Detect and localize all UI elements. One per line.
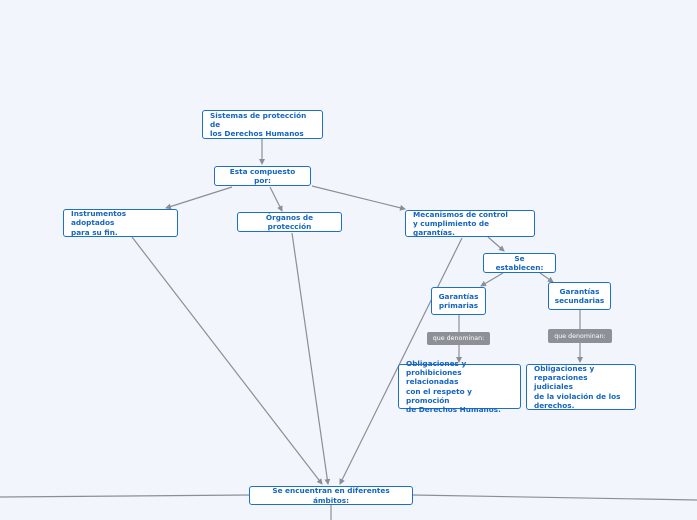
edge-areas-left — [0, 494, 250, 498]
node-primary-guarantees[interactable]: Garantías primarias — [431, 287, 486, 315]
node-secondary-guarantees[interactable]: Garantías secundarias — [548, 282, 611, 310]
edge-organs-areas — [291, 232, 331, 485]
edge-mechanisms-areas — [339, 237, 463, 485]
node-establish[interactable]: Se establecen: — [483, 253, 556, 273]
node-composed[interactable]: Esta compuesto por: — [214, 166, 311, 186]
edge-areas-right — [412, 494, 697, 501]
edge-establish-secondary — [539, 272, 554, 283]
edge-establish-primary — [480, 272, 504, 287]
edge-composed-mechanisms — [311, 185, 406, 211]
edge-mechanisms-establish — [487, 236, 505, 252]
node-secondary-description[interactable]: Obligaciones y reparaciones judiciales d… — [526, 364, 636, 410]
edge-composed-instruments — [165, 186, 233, 210]
edge-label-secondary: que denominan: — [548, 329, 612, 343]
edge-composed-organs — [269, 186, 283, 212]
edge-label-primary: que denominan: — [427, 332, 490, 345]
node-mechanisms[interactable]: Mecanismos de control y cumplimiento de … — [405, 210, 535, 237]
node-organs[interactable]: Órganos de protección — [237, 212, 342, 232]
node-areas[interactable]: Se encuentran en diferentes ámbitos: — [249, 486, 413, 505]
node-root[interactable]: Sistemas de protección de los Derechos H… — [202, 110, 323, 139]
edge-instruments-areas — [131, 236, 323, 485]
node-instruments[interactable]: Instrumentos adoptados para su fin. — [63, 209, 178, 237]
node-primary-description[interactable]: Obligaciones y prohibiciones relacionada… — [398, 359, 521, 414]
